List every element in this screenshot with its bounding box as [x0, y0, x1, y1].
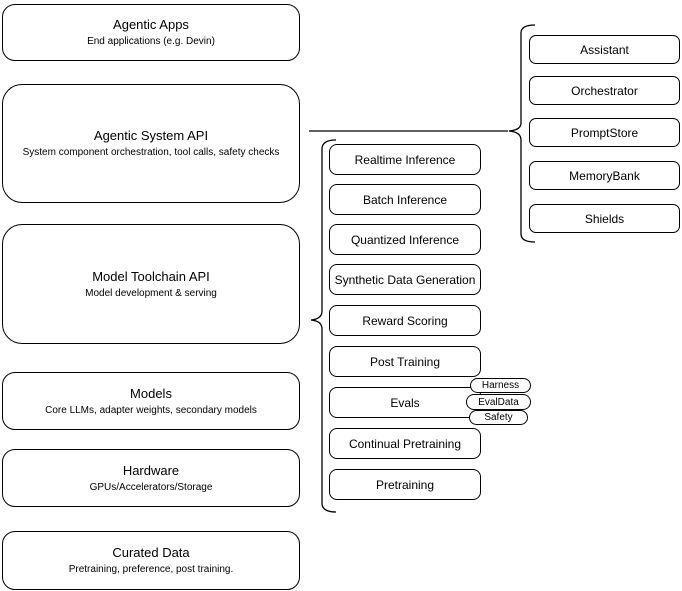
node-promptstore: PromptStore — [529, 118, 680, 147]
node-subtitle: Core LLMs, adapter weights, secondary mo… — [45, 404, 257, 416]
node-pretraining: Pretraining — [329, 469, 481, 500]
node-curated-data: Curated Data Pretraining, preference, po… — [2, 531, 300, 590]
node-shields: Shields — [529, 204, 680, 233]
node-assistant: Assistant — [529, 35, 680, 64]
tag-label: EvalData — [478, 396, 519, 408]
node-label: Orchestrator — [571, 83, 638, 98]
node-continual-pretraining: Continual Pretraining — [329, 428, 481, 459]
tag-evaldata: EvalData — [466, 394, 531, 410]
node-subtitle: Model development & serving — [85, 287, 217, 299]
node-agentic-apps: Agentic Apps End applications (e.g. Devi… — [2, 4, 300, 61]
node-realtime-inference: Realtime Inference — [329, 144, 481, 175]
node-label: Realtime Inference — [354, 152, 456, 167]
node-hardware: Hardware GPUs/Accelerators/Storage — [2, 449, 300, 507]
node-orchestrator: Orchestrator — [529, 76, 680, 105]
node-title: Models — [130, 385, 172, 401]
node-label: Reward Scoring — [362, 313, 448, 328]
node-label: Pretraining — [375, 477, 435, 492]
node-title: Agentic System API — [93, 128, 209, 143]
node-label: Post Training — [369, 354, 441, 369]
node-quantized-inference: Quantized Inference — [329, 224, 481, 255]
node-title: Hardware — [122, 462, 180, 478]
node-models: Models Core LLMs, adapter weights, secon… — [2, 372, 300, 430]
node-synthetic-data-generation: Synthetic Data Generation — [329, 264, 481, 295]
node-post-training: Post Training — [329, 346, 481, 377]
node-label: PromptStore — [570, 125, 639, 140]
node-subtitle: GPUs/Accelerators/Storage — [89, 481, 213, 493]
tag-harness: Harness — [470, 378, 531, 393]
node-label: Evals — [390, 395, 420, 410]
node-title: Curated Data — [112, 545, 190, 560]
node-reward-scoring: Reward Scoring — [329, 305, 481, 336]
node-label: Synthetic Data Generation — [334, 272, 476, 287]
node-model-toolchain-api: Model Toolchain API Model development & … — [2, 224, 300, 344]
node-label: Quantized Inference — [350, 232, 460, 247]
node-batch-inference: Batch Inference — [329, 184, 481, 215]
node-evals: Evals — [329, 387, 481, 418]
tag-safety: Safety — [469, 410, 528, 425]
node-label: MemoryBank — [569, 168, 640, 183]
node-label: Continual Pretraining — [348, 436, 462, 451]
node-memorybank: MemoryBank — [529, 161, 680, 190]
node-subtitle: Pretraining, preference, post training. — [68, 564, 234, 575]
tag-label: Safety — [484, 412, 513, 423]
node-title: Model Toolchain API — [92, 268, 210, 284]
tag-label: Harness — [481, 380, 520, 391]
node-subtitle: System component orchestration, tool cal… — [22, 147, 280, 158]
node-label: Batch Inference — [362, 192, 448, 207]
node-label: Shields — [584, 211, 625, 226]
node-subtitle: End applications (e.g. Devin) — [87, 36, 215, 47]
node-title: Agentic Apps — [113, 17, 189, 32]
node-label: Assistant — [580, 42, 629, 57]
node-agentic-system-api: Agentic System API System component orch… — [2, 84, 300, 203]
